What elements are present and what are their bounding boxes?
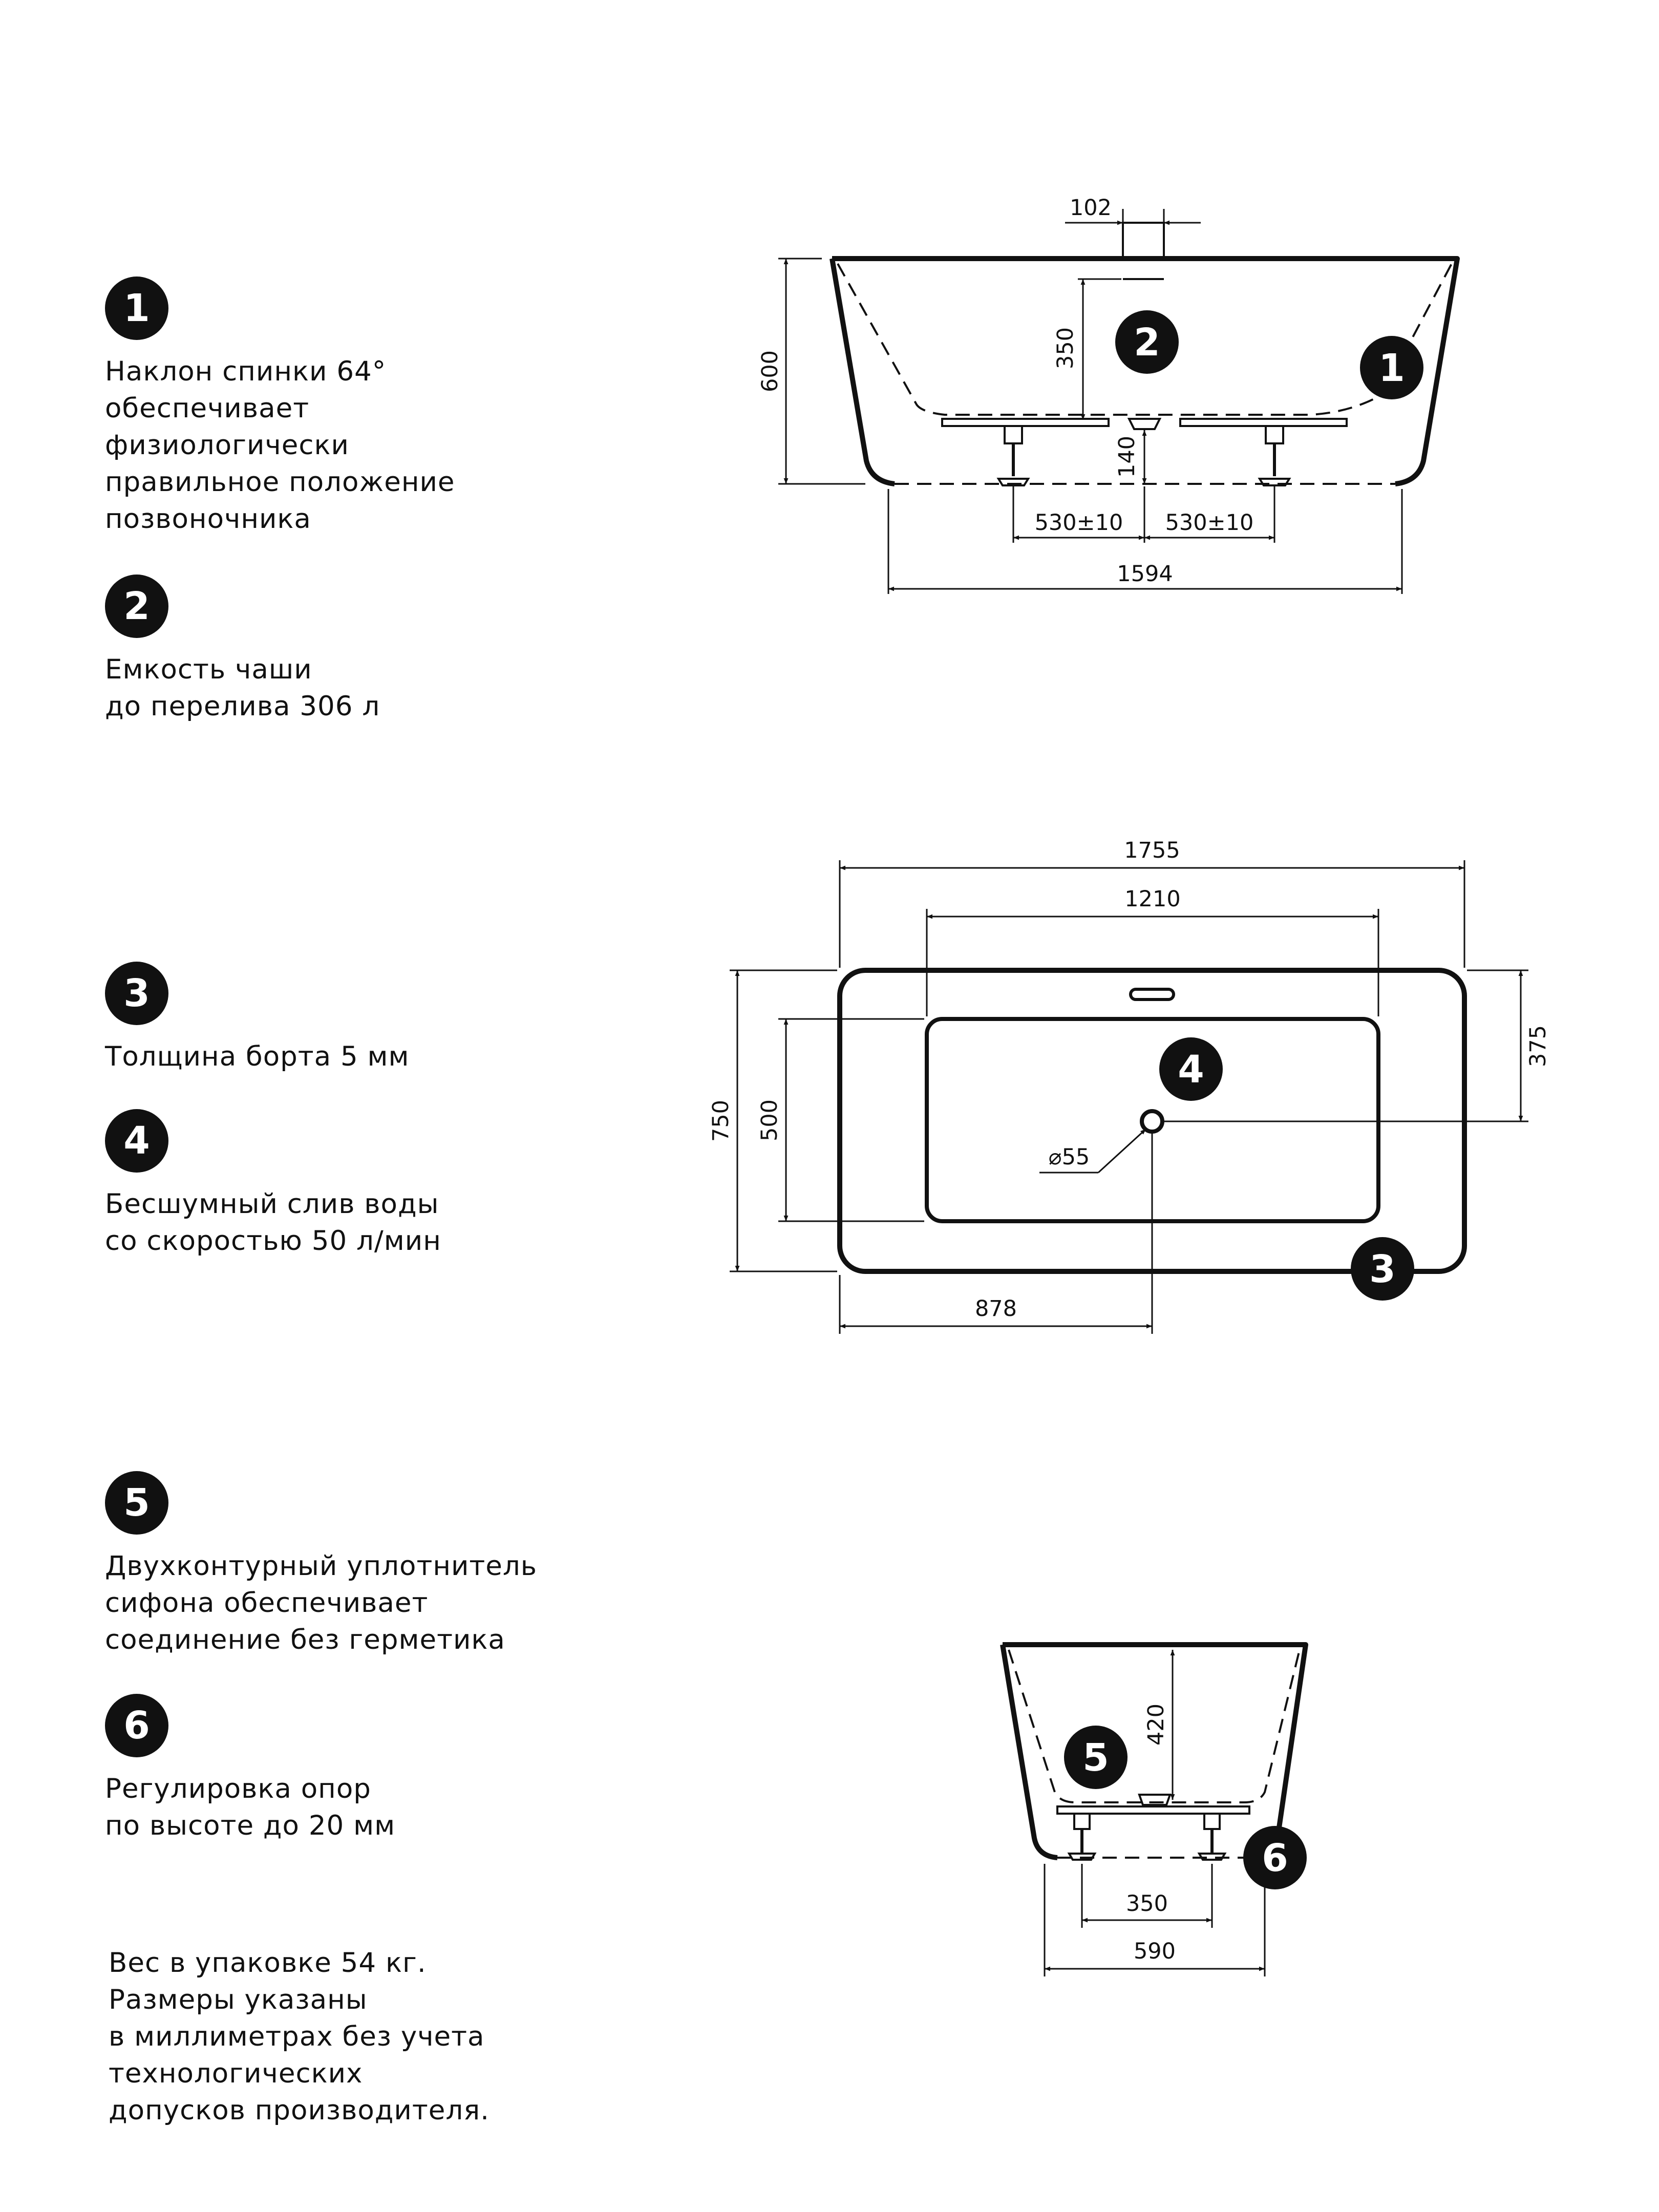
feature-6: 6 Регулировка опор по высоте до 20 мм: [105, 1694, 745, 1844]
top-badge-3: 3: [1351, 1237, 1414, 1301]
side-badge-5-label: 5: [1082, 1736, 1109, 1780]
front-badge-1-label: 1: [1378, 346, 1405, 390]
dim-bottom-length: 1594: [1117, 561, 1173, 587]
side-badge-6-label: 6: [1262, 1836, 1288, 1880]
dim-drain-diameter: ⌀55: [1049, 1144, 1090, 1170]
top-badge-4: 4: [1159, 1037, 1223, 1101]
dim-total-height: 600: [757, 350, 783, 392]
front-badge-2: 2: [1115, 310, 1179, 374]
front-inner-bowl: [837, 263, 1453, 416]
front-base-plate-left: [941, 418, 1110, 427]
feature-text-1: Наклон спинки 64° обеспечивает физиологи…: [105, 356, 455, 535]
feature-badge-5: 5: [105, 1471, 168, 1535]
top-view: [730, 860, 1528, 1334]
feature-text-5: Двухконтурный уплотнитель сифона обеспеч…: [105, 1550, 538, 1655]
feature-2: 2 Емкость чаши до перелива 306 л: [105, 575, 745, 725]
side-inner-bowl: [1008, 1649, 1301, 1803]
side-view: [1000, 1642, 1308, 1976]
feature-4: 4 Бесшумный слив воды со скоростью 50 л/…: [105, 1109, 745, 1260]
top-overflow: [1129, 988, 1175, 1001]
side-leg-right: [1197, 1813, 1227, 1861]
dim-drain-distance: 878: [975, 1296, 1017, 1322]
side-badge-6: 6: [1243, 1826, 1307, 1889]
dim-width: 750: [708, 1100, 734, 1142]
feature-text-3: Толщина борта 5 мм: [105, 1041, 410, 1072]
front-leg-left: [996, 425, 1030, 486]
front-leg-right: [1258, 425, 1291, 486]
dim-drain-offset: 375: [1525, 1025, 1551, 1067]
dim-inner-length: 1210: [1124, 886, 1180, 912]
dim-overflow-width: 102: [1070, 195, 1112, 221]
front-overflow: [1122, 222, 1165, 259]
feature-text-6: Регулировка опор по высоте до 20 мм: [105, 1773, 396, 1841]
top-badge-4-label: 4: [1178, 1048, 1204, 1092]
dim-side-depth: 420: [1143, 1704, 1169, 1746]
side-drain: [1138, 1794, 1172, 1806]
side-tub-outline: [1000, 1642, 1308, 1860]
feature-badge-2: 2: [105, 575, 168, 638]
side-base-plate: [1056, 1805, 1250, 1815]
feature-badge-6: 6: [105, 1694, 168, 1757]
dim-side-leg-spacing: 350: [1126, 1891, 1168, 1917]
dim-leg-spacing-left: 530±10: [1035, 510, 1123, 536]
top-badge-3-label: 3: [1369, 1247, 1396, 1291]
footnote: Вес в упаковке 54 кг. Размеры указаны в …: [109, 1947, 490, 2126]
side-leg-left: [1067, 1813, 1097, 1861]
feature-badge-4: 4: [105, 1109, 168, 1173]
front-base-plate-right: [1179, 418, 1348, 427]
dim-inner-width: 500: [757, 1099, 782, 1141]
front-tub-outline: [830, 256, 1460, 486]
feature-5: 5 Двухконтурный уплотнитель сифона обесп…: [105, 1471, 745, 1658]
dim-side-bottom-width: 590: [1134, 1939, 1176, 1964]
feature-text-2: Емкость чаши до перелива 306 л: [105, 654, 380, 722]
dim-leg-spacing-right: 530±10: [1165, 510, 1254, 536]
top-drain: [1140, 1109, 1164, 1134]
side-badge-5: 5: [1064, 1726, 1128, 1789]
front-badge-2-label: 2: [1134, 321, 1160, 365]
feature-3: 3 Толщина борта 5 мм: [105, 962, 745, 1075]
dim-length: 1755: [1124, 838, 1180, 863]
dim-bowl-depth: 350: [1053, 327, 1078, 369]
front-drain: [1127, 418, 1162, 430]
dim-leg-height: 140: [1114, 436, 1140, 478]
front-view: [778, 209, 1460, 594]
feature-text-4: Бесшумный слив воды со скоростью 50 л/ми…: [105, 1188, 441, 1257]
feature-1: 1 Наклон спинки 64° обеспечивает физиоло…: [105, 276, 745, 538]
feature-badge-3: 3: [105, 962, 168, 1025]
feature-badge-1: 1: [105, 276, 168, 340]
front-badge-1: 1: [1360, 336, 1423, 399]
